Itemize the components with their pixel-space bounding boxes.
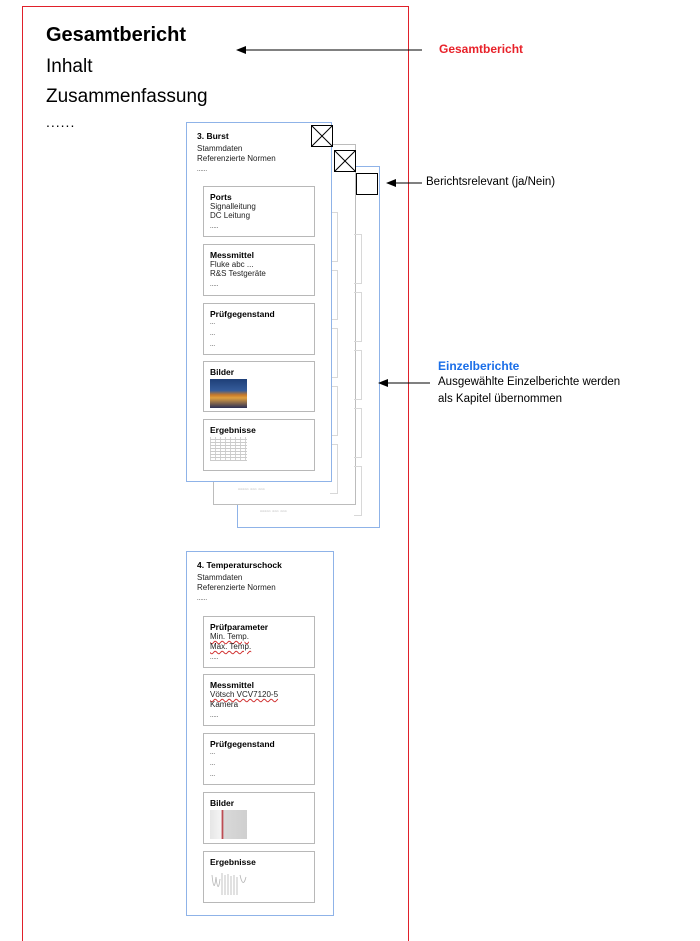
ghost-section-edge [330, 444, 338, 494]
gesamtbericht-title: Gesamtbericht [46, 24, 187, 46]
inhalt-line: Inhalt [46, 56, 93, 77]
section-title: Messmittel [210, 250, 254, 260]
section-line: ... [210, 331, 216, 337]
ghost-section-edge [330, 328, 338, 378]
section-line: Signalleitung [210, 202, 256, 211]
section-pruefparameter: Prüfparameter Min. Temp. Max. Temp. ....… [203, 616, 315, 668]
section-line: ... [210, 320, 216, 326]
section-pruefgegenstand: Prüfgegenstand ... ... ... [203, 733, 315, 785]
section-ergebnisse: Ergebnisse [203, 851, 315, 903]
section-line: Kamera [210, 700, 239, 709]
section-title: Prüfparameter [210, 622, 269, 632]
arrowhead-icon [386, 179, 396, 187]
ghost-section-edge [354, 292, 362, 342]
ghost-section-edge [330, 270, 338, 320]
report-card-temperaturschock[interactable]: 4. Temperaturschock Stammdaten Referenzi… [186, 551, 334, 916]
ghost-caption: ▫▫▫▫▫ ▫▫▫ ▫▫▫ [238, 487, 265, 493]
section-line: Vötsch VCV7120-5 [210, 690, 279, 699]
report-title: 4. Temperaturschock [197, 560, 282, 570]
section-line: ..... [210, 655, 219, 661]
berichtsrelevant-label: Berichtsrelevant (ja/Nein) [426, 176, 556, 188]
report-line: Stammdaten [197, 144, 243, 153]
einzelberichte-desc-line2: als Kapitel übernommen [438, 393, 563, 405]
section-messmittel: Messmittel Fluke abc ... R&S Testgeräte … [203, 244, 315, 296]
checkbox-checked-icon[interactable] [334, 150, 356, 172]
section-line: R&S Testgeräte [210, 269, 266, 278]
section-line: ..... [210, 224, 219, 230]
section-line: DC Leitung [210, 211, 251, 220]
photo-thumbnail [210, 379, 247, 408]
section-title: Ports [210, 192, 232, 202]
section-bilder: Bilder [203, 792, 315, 844]
einzelberichte-desc-line1: Ausgewählte Einzelberichte werden [438, 376, 621, 388]
ghost-caption: ▫▫▫▫▫ ▫▫▫ ▫▫▫ [260, 509, 287, 515]
section-line: ... [210, 761, 216, 767]
section-line: ..... [210, 282, 219, 288]
section-title: Bilder [210, 367, 235, 377]
ghost-section-edge [330, 386, 338, 436]
ghost-section-edge [354, 408, 362, 458]
results-table-thumbnail [210, 437, 247, 461]
report-line: Stammdaten [197, 573, 243, 582]
section-title: Ergebnisse [210, 857, 256, 867]
section-line: ... [210, 750, 216, 756]
section-ports: Ports Signalleitung DC Leitung ..... [203, 186, 315, 237]
section-bilder: Bilder [203, 361, 315, 412]
section-title: Prüfgegenstand [210, 739, 275, 749]
report-line: Referenzierte Normen [197, 154, 276, 163]
photo-thumbnail [210, 810, 247, 839]
zusammenfassung-line: Zusammenfassung [46, 86, 208, 107]
ghost-section-edge [354, 350, 362, 400]
results-graph-thumbnail [211, 873, 247, 895]
section-line: ... [210, 342, 216, 348]
section-title: Ergebnisse [210, 425, 256, 435]
gesamtbericht-frame [22, 6, 409, 941]
checkbox-empty-icon[interactable] [356, 173, 378, 195]
section-line: ... [210, 772, 216, 778]
section-line: ..... [210, 713, 219, 719]
section-line: Fluke abc ... [210, 260, 254, 269]
section-line: Max. Temp. [210, 642, 252, 651]
section-pruefgegenstand: Prüfgegenstand ... ... ... [203, 303, 315, 355]
section-title: Bilder [210, 798, 235, 808]
section-title: Messmittel [210, 680, 254, 690]
report-title: 3. Burst [197, 131, 229, 141]
gesamtbericht-label: Gesamtbericht [439, 42, 524, 56]
arrowhead-icon [378, 379, 388, 387]
overview-ellipsis: ...... [46, 114, 76, 130]
report-line: ...... [197, 167, 208, 173]
section-title: Prüfgegenstand [210, 309, 275, 319]
einzelberichte-title: Einzelberichte [438, 359, 520, 373]
section-line: Min. Temp. [210, 632, 249, 641]
arrowhead-icon [236, 46, 246, 54]
ghost-section-edge [330, 212, 338, 262]
checkbox-checked-icon[interactable] [311, 125, 333, 147]
ghost-section-edge [354, 466, 362, 516]
ghost-section-edge [354, 234, 362, 284]
report-card-burst[interactable]: 3. Burst Stammdaten Referenzierte Normen… [186, 122, 332, 482]
report-line: Referenzierte Normen [197, 583, 276, 592]
section-ergebnisse: Ergebnisse [203, 419, 315, 471]
section-messmittel: Messmittel Vötsch VCV7120-5 Kamera ..... [203, 674, 315, 726]
report-line: ...... [197, 596, 208, 602]
